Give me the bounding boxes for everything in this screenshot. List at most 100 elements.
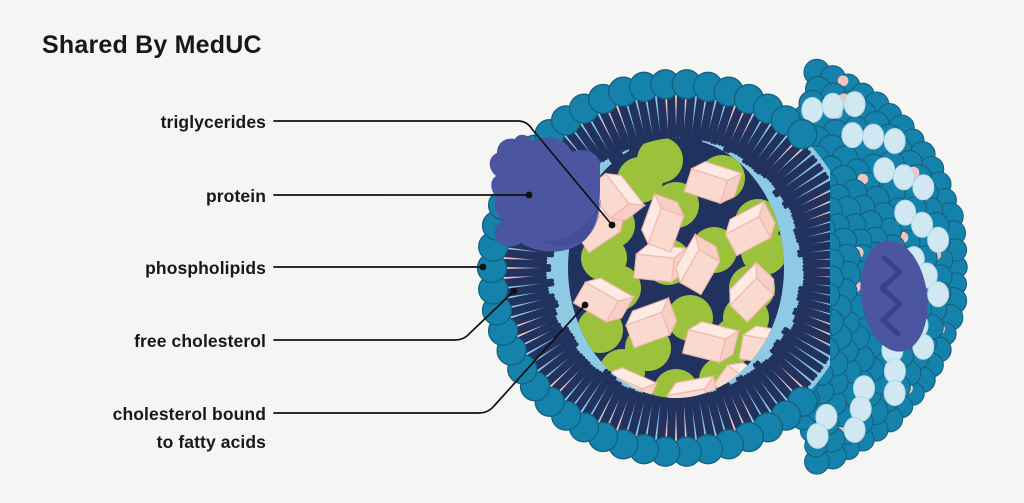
phospholipid-tail bbox=[718, 383, 742, 435]
lipoprotein-particle bbox=[476, 58, 968, 475]
phospholipid-tail bbox=[574, 368, 609, 416]
phospholipid-tail bbox=[592, 110, 621, 159]
phospholipid-tail bbox=[558, 364, 594, 403]
phospholipid-tail bbox=[694, 91, 706, 142]
phospholipid-tail bbox=[772, 346, 816, 381]
phospholipid-head-bead-pale bbox=[841, 122, 864, 149]
phospholipid-head-bead-pale bbox=[801, 97, 824, 123]
phospholipid-tail bbox=[733, 110, 760, 155]
phospholipid-tail bbox=[802, 279, 830, 288]
phospholipid-tail bbox=[737, 111, 764, 157]
phospholipid-tail bbox=[498, 271, 547, 278]
phospholipid-tails bbox=[497, 89, 830, 447]
phospholipid-tail bbox=[650, 389, 662, 445]
phospholipid-tail bbox=[509, 311, 558, 334]
phospholipid-tail bbox=[548, 355, 586, 394]
cholesterol-ester-block bbox=[724, 200, 776, 257]
phospholipid-tail bbox=[802, 252, 830, 261]
phospholipid-tail bbox=[793, 315, 830, 337]
phospholipid-tail bbox=[771, 150, 811, 186]
label-triglycerides: triglycerides bbox=[161, 112, 266, 132]
phospholipid-tail bbox=[523, 329, 571, 361]
leader-lines bbox=[273, 120, 616, 414]
label-phospholipids: phospholipids bbox=[145, 258, 266, 278]
phospholipid-tail bbox=[670, 89, 677, 139]
phospholipid-tail bbox=[534, 342, 579, 378]
phospholipid-tail bbox=[498, 252, 548, 261]
phospholipid-head-bead-pale bbox=[883, 358, 906, 385]
phospholipid-tail bbox=[675, 89, 682, 139]
phospholipid-tail bbox=[795, 222, 830, 240]
phospholipid-tail bbox=[794, 218, 830, 236]
phospholipid-tail bbox=[690, 395, 702, 445]
phospholipid-tail bbox=[640, 390, 655, 443]
phospholipid-head bbox=[787, 119, 818, 150]
phospholipid-tail bbox=[792, 323, 830, 347]
label-free-cholesterol-text: free cholesterol bbox=[134, 331, 266, 351]
block-side bbox=[718, 329, 740, 364]
phospholipid-head-bead-pale bbox=[806, 422, 829, 449]
phospholipid-tail bbox=[660, 395, 669, 446]
cholesterol-ester-block bbox=[624, 296, 678, 349]
phospholipid-tail bbox=[507, 308, 557, 328]
phospholipid-tail bbox=[583, 374, 614, 421]
phospholipid-head-bead-pale bbox=[843, 416, 866, 443]
phospholipid-tail bbox=[650, 91, 662, 146]
phospholipid-tail bbox=[709, 96, 726, 144]
phospholipid-tail bbox=[796, 296, 830, 314]
phospholipid-tail bbox=[797, 289, 830, 304]
phospholipid-tail bbox=[610, 387, 633, 435]
phospholipid-tail bbox=[683, 90, 692, 141]
phospholipid-tail bbox=[563, 366, 596, 407]
phospholipid-tail bbox=[743, 374, 773, 419]
phospholipid-tail bbox=[506, 303, 560, 324]
phospholipid-tail bbox=[734, 381, 760, 426]
phospholipid-tail bbox=[717, 99, 736, 146]
cholesterol-ester-block bbox=[641, 192, 685, 253]
phospholipid-head-bead-pale bbox=[862, 123, 885, 150]
phospholipid-head-bead-pale bbox=[927, 226, 950, 253]
phospholipid-tail bbox=[793, 202, 830, 225]
phospholipid-tail bbox=[610, 101, 634, 153]
phospholipid-tail bbox=[583, 115, 615, 164]
phospholipid-head-bead-pale bbox=[883, 128, 906, 154]
triglyceride-droplet bbox=[637, 138, 683, 183]
phospholipid-tail bbox=[601, 105, 626, 152]
phospholipid-tail bbox=[630, 95, 647, 145]
phospholipid-tail bbox=[666, 89, 673, 146]
phospholipid-head-bead-pale bbox=[821, 92, 844, 119]
phospholipid-tail bbox=[802, 282, 830, 294]
surface-apolipoprotein bbox=[860, 240, 928, 352]
leader-endpoint-triglycerides bbox=[608, 221, 616, 229]
phospholipid-tail bbox=[796, 228, 830, 243]
phospholipid-tail bbox=[769, 147, 809, 183]
phospholipid-tail bbox=[543, 353, 583, 389]
phospholipid-tail bbox=[780, 166, 824, 198]
phospholipid-tail bbox=[775, 339, 822, 373]
phospholipid-tail bbox=[607, 102, 629, 151]
phospholipid-tail bbox=[783, 327, 830, 356]
phospholipid-tail bbox=[550, 358, 589, 396]
phospholipid-tail bbox=[762, 140, 802, 179]
page-title: Shared By MedUC bbox=[42, 31, 262, 59]
phospholipid-tail bbox=[679, 89, 686, 140]
block-side bbox=[608, 202, 647, 221]
block-side bbox=[755, 261, 775, 297]
phospholipid-tail bbox=[675, 397, 682, 447]
phospholipid-tail bbox=[666, 396, 673, 446]
phospholipid-tail bbox=[503, 296, 556, 314]
phospholipid-tail bbox=[774, 163, 822, 198]
label-cholesterol-bound-line2: to fatty acids bbox=[157, 432, 267, 452]
phospholipid-tail bbox=[530, 339, 577, 373]
phospholipid-head-bead-pale bbox=[894, 199, 917, 226]
phospholipid-tail bbox=[782, 335, 827, 365]
phospholipid-tail bbox=[686, 90, 696, 144]
phospholipid-head-bead-pale bbox=[927, 281, 950, 308]
phospholipid-tail bbox=[579, 117, 608, 161]
cholesterol-ester-block bbox=[572, 277, 636, 323]
phospholipid-tail bbox=[588, 376, 617, 425]
phospholipid-tail bbox=[773, 155, 816, 189]
phospholipid-tail bbox=[518, 325, 563, 352]
phospholipid-tail bbox=[798, 301, 830, 318]
phospholipid-tail bbox=[796, 242, 830, 254]
